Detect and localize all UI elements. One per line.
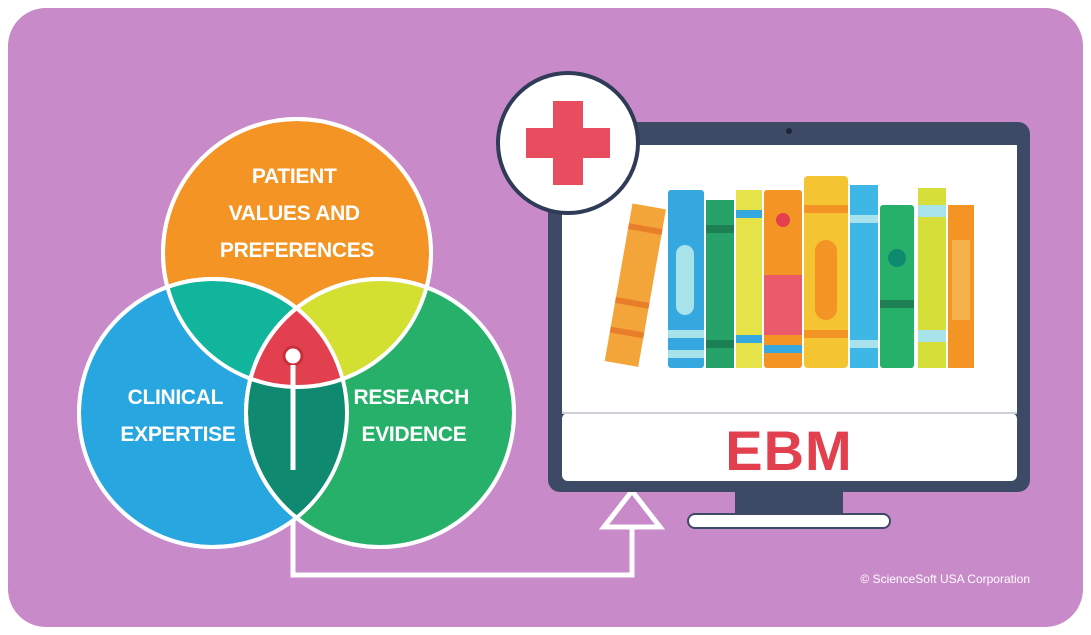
monitor-camera: [786, 128, 792, 134]
center-node-icon: [282, 345, 304, 367]
venn-diagram: [77, 117, 516, 549]
ebm-label: EBM: [725, 419, 852, 482]
patient-label: PATIENT VALUES AND PREFERENCES: [220, 165, 375, 262]
medical-cross-icon: [496, 71, 640, 215]
books-icon: [604, 176, 974, 368]
monitor-neck: [735, 492, 843, 514]
copyright-credit: © ScienceSoft USA Corporation: [860, 572, 1030, 586]
research-label: RESEARCH EVIDENCE: [354, 386, 475, 446]
arrow-head-icon: [598, 486, 666, 530]
center-intersection: [244, 279, 347, 387]
monitor-stand: [688, 514, 890, 528]
monitor-bezel-bottom: [562, 413, 1017, 481]
clinical-label: CLINICAL EXPERTISE: [120, 386, 235, 446]
